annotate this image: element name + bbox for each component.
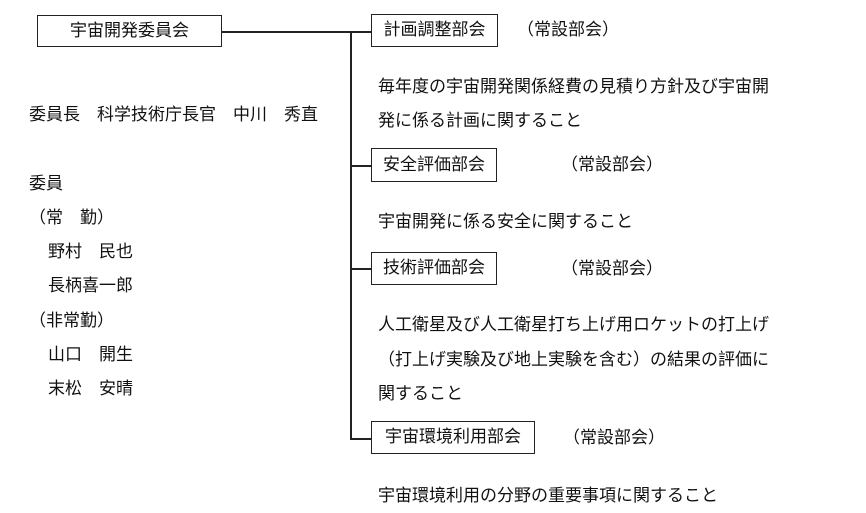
subcommittee-description: 宇宙環境利用の分野の重要事項に関すること [378,486,718,506]
subcommittee-box: 計画調整部会 [371,14,498,47]
connector-main-horizontal [222,31,371,33]
subcommittee-description: 関すること [378,384,463,404]
subcommittee-description: 人工衛星及び人工衛星打ち上げ用ロケットの打上げ [378,315,769,335]
subcommittee-type: （常設部会） [561,155,663,175]
subcommittee-name: 計画調整部会 [383,20,486,40]
subcommittee-box: 宇宙環境利用部会 [371,421,535,454]
connector-branch-4 [350,438,371,440]
parttime-label: （非常勤） [29,311,114,331]
connector-branch-2 [350,165,371,167]
subcommittee-description: 発に係る計画に関すること [378,111,582,131]
fulltime-label: （常 勤） [29,208,114,228]
subcommittee-type: （常設部会） [561,259,663,279]
subcommittee-name: 安全評価部会 [383,154,485,175]
subcommittee-description: 毎年度の宇宙開発関係経費の見積り方針及び宇宙開 [378,77,769,97]
subcommittee-description: （打上げ実験及び地上実験を含む）の結果の評価に [378,350,769,370]
committee-name: 宇宙開発委員会 [70,20,189,41]
members-label: 委員 [29,174,63,194]
subcommittee-type: （常設部会） [517,20,619,40]
subcommittee-box: 安全評価部会 [371,148,497,182]
member-name: 山口 開生 [48,345,133,365]
subcommittee-description: 宇宙開発に係る安全に関すること [378,212,633,232]
member-name: 野村 民也 [48,242,133,262]
connector-branch-3 [350,268,371,270]
subcommittee-type: （常設部会） [563,428,665,448]
subcommittee-name: 技術評価部会 [383,258,485,278]
subcommittee-name: 宇宙環境利用部会 [385,427,521,447]
connector-trunk-vertical [350,31,352,439]
committee-chair: 委員長 科学技術庁長官 中川 秀直 [29,105,318,125]
committee-name-box: 宇宙開発委員会 [37,15,222,47]
member-name: 末松 安晴 [48,379,133,399]
member-name: 長柄喜一郎 [48,276,133,296]
subcommittee-box: 技術評価部会 [371,252,497,285]
